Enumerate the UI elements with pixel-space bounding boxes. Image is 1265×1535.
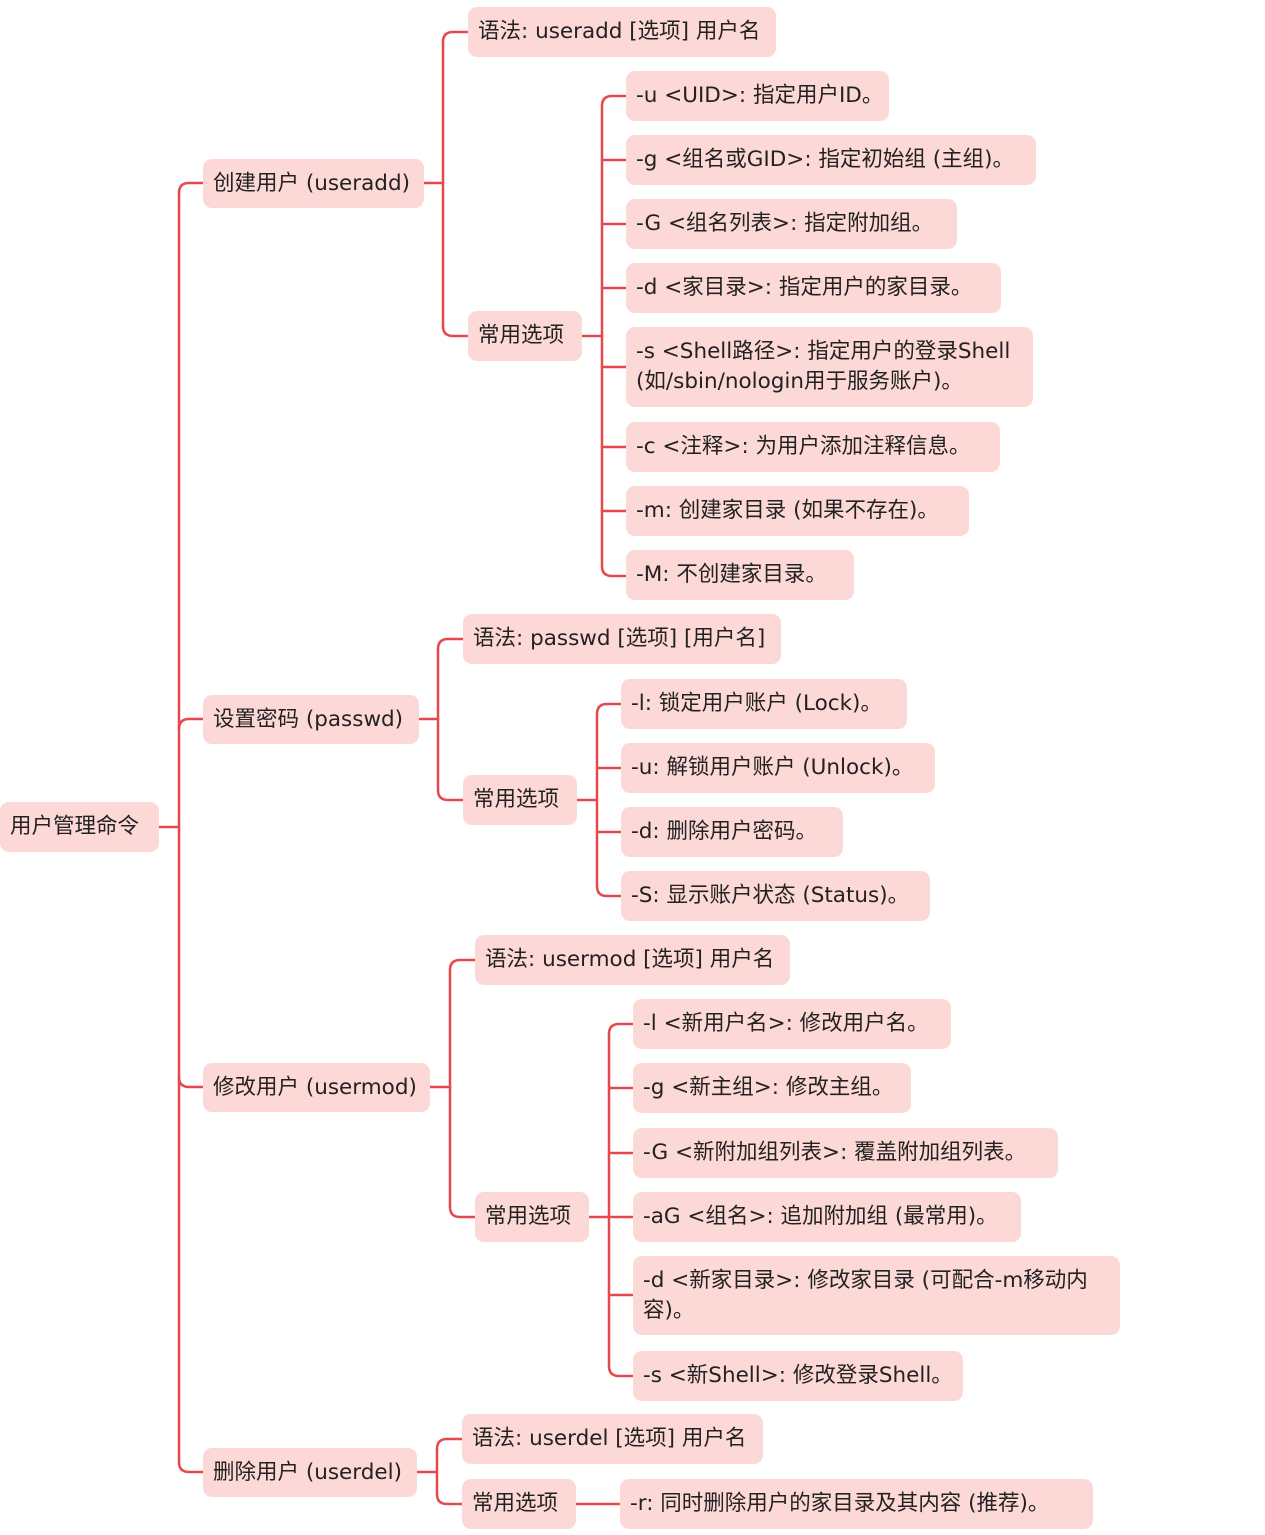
option-text: -d <新家目录>: 修改家目录 (可配合-m移动内容)。 — [643, 1267, 1088, 1323]
branch-passwd[interactable]: 设置密码 (passwd) — [203, 695, 419, 744]
options-usermod[interactable]: 常用选项 — [475, 1192, 589, 1242]
option-usermod-d[interactable]: -d <新家目录>: 修改家目录 (可配合-m移动内容)。 — [633, 1256, 1120, 1335]
option-text: -c <注释>: 为用户添加注释信息。 — [636, 434, 971, 459]
option-text: -s <新Shell>: 修改登录Shell。 — [643, 1363, 953, 1388]
option-useradd-M[interactable]: -M: 不创建家目录。 — [626, 550, 854, 600]
option-text: -aG <组名>: 追加附加组 (最常用)。 — [643, 1204, 998, 1229]
option-usermod-s[interactable]: -s <新Shell>: 修改登录Shell。 — [633, 1351, 963, 1401]
option-text: -m: 创建家目录 (如果不存在)。 — [636, 498, 939, 523]
syntax-label: 语法: useradd [选项] 用户名 — [478, 19, 761, 44]
option-text: -G <组名列表>: 指定附加组。 — [636, 211, 934, 236]
syntax-userdel[interactable]: 语法: userdel [选项] 用户名 — [462, 1414, 763, 1464]
syntax-label: 语法: usermod [选项] 用户名 — [485, 947, 775, 972]
option-text: -r: 同时删除用户的家目录及其内容 (推荐)。 — [630, 1491, 1050, 1516]
option-passwd-l[interactable]: -l: 锁定用户账户 (Lock)。 — [621, 679, 907, 729]
options-useradd[interactable]: 常用选项 — [468, 311, 582, 361]
option-text: -d: 删除用户密码。 — [631, 819, 817, 844]
options-label: 常用选项 — [485, 1204, 572, 1229]
option-useradd-G[interactable]: -G <组名列表>: 指定附加组。 — [626, 199, 957, 249]
option-useradd-s[interactable]: -s <Shell路径>: 指定用户的登录Shell (如/sbin/nolog… — [626, 327, 1033, 407]
branch-label: 删除用户 (userdel) — [213, 1459, 402, 1485]
option-useradd-u[interactable]: -u <UID>: 指定用户ID。 — [626, 71, 889, 121]
option-text: -g <新主组>: 修改主组。 — [643, 1075, 894, 1100]
option-text: -g <组名或GID>: 指定初始组 (主组)。 — [636, 147, 1015, 172]
syntax-label: 语法: userdel [选项] 用户名 — [472, 1426, 747, 1451]
syntax-passwd[interactable]: 语法: passwd [选项] [用户名] — [463, 614, 781, 664]
option-usermod-aG[interactable]: -aG <组名>: 追加附加组 (最常用)。 — [633, 1192, 1021, 1242]
option-text: -u <UID>: 指定用户ID。 — [636, 83, 884, 108]
branch-label: 修改用户 (usermod) — [213, 1074, 417, 1100]
option-useradd-c[interactable]: -c <注释>: 为用户添加注释信息。 — [626, 422, 1000, 472]
branch-label: 创建用户 (useradd) — [213, 170, 410, 196]
branch-useradd[interactable]: 创建用户 (useradd) — [203, 159, 424, 208]
branch-userdel[interactable]: 删除用户 (userdel) — [203, 1448, 417, 1497]
option-usermod-g[interactable]: -g <新主组>: 修改主组。 — [633, 1063, 911, 1113]
option-text: -l <新用户名>: 修改用户名。 — [643, 1011, 929, 1036]
syntax-useradd[interactable]: 语法: useradd [选项] 用户名 — [468, 7, 776, 57]
option-passwd-d[interactable]: -d: 删除用户密码。 — [621, 807, 843, 857]
options-passwd[interactable]: 常用选项 — [463, 775, 577, 825]
option-usermod-G[interactable]: -G <新附加组列表>: 覆盖附加组列表。 — [633, 1128, 1058, 1178]
option-useradd-d[interactable]: -d <家目录>: 指定用户的家目录。 — [626, 263, 1001, 313]
options-label: 常用选项 — [472, 1491, 559, 1516]
options-label: 常用选项 — [478, 323, 565, 348]
option-text: -s <Shell路径>: 指定用户的登录Shell (如/sbin/nolog… — [636, 339, 1011, 394]
option-passwd-S[interactable]: -S: 显示账户状态 (Status)。 — [621, 871, 930, 921]
branch-usermod[interactable]: 修改用户 (usermod) — [203, 1063, 430, 1112]
options-userdel[interactable]: 常用选项 — [462, 1479, 576, 1529]
syntax-usermod[interactable]: 语法: usermod [选项] 用户名 — [475, 935, 790, 985]
option-userdel-r[interactable]: -r: 同时删除用户的家目录及其内容 (推荐)。 — [620, 1479, 1093, 1529]
option-text: -S: 显示账户状态 (Status)。 — [631, 883, 910, 908]
branch-label: 设置密码 (passwd) — [213, 706, 404, 732]
option-useradd-m[interactable]: -m: 创建家目录 (如果不存在)。 — [626, 486, 969, 536]
option-usermod-l[interactable]: -l <新用户名>: 修改用户名。 — [633, 999, 951, 1049]
option-text: -l: 锁定用户账户 (Lock)。 — [631, 691, 882, 716]
option-useradd-g[interactable]: -g <组名或GID>: 指定初始组 (主组)。 — [626, 135, 1036, 185]
root-label: 用户管理命令 — [10, 814, 140, 839]
option-text: -G <新附加组列表>: 覆盖附加组列表。 — [643, 1140, 1027, 1165]
options-label: 常用选项 — [473, 787, 560, 812]
syntax-label: 语法: passwd [选项] [用户名] — [473, 626, 766, 651]
option-text: -M: 不创建家目录。 — [636, 562, 827, 587]
option-passwd-u[interactable]: -u: 解锁用户账户 (Unlock)。 — [621, 743, 935, 793]
option-text: -d <家目录>: 指定用户的家目录。 — [636, 275, 973, 300]
option-text: -u: 解锁用户账户 (Unlock)。 — [631, 755, 914, 780]
root-node[interactable]: 用户管理命令 — [0, 802, 159, 852]
